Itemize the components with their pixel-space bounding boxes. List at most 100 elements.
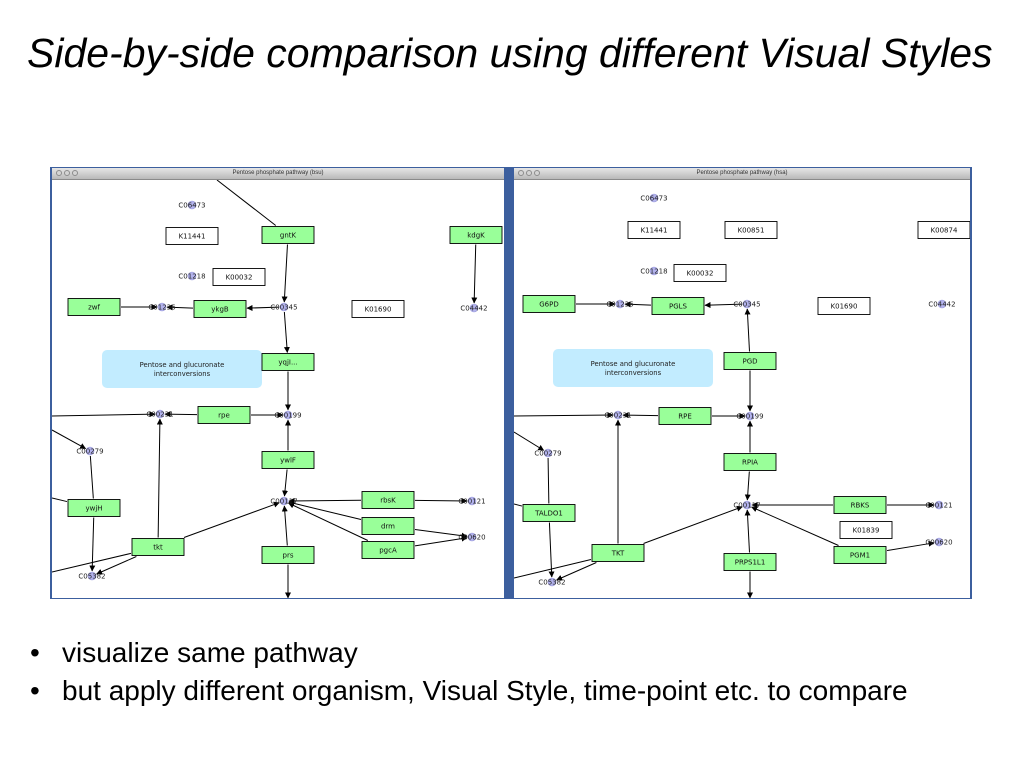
compound-dot[interactable] [934,500,944,510]
enzyme-box[interactable] [833,546,887,564]
node-gntk[interactable]: gntK [261,226,315,244]
compound-dot[interactable] [547,577,557,587]
compound-dot[interactable] [279,496,289,506]
ortholog-box[interactable] [917,221,970,239]
node-rbsk[interactable]: rbsK [361,491,415,509]
enzyme-box[interactable] [522,295,576,313]
ortholog-box[interactable] [724,221,778,239]
enzyme-box[interactable] [197,406,251,424]
compound-dot[interactable] [157,302,167,312]
node-pgd[interactable]: PGD [723,352,777,370]
minimize-window-icon[interactable] [64,170,70,176]
window-titlebar[interactable]: Pentose phosphate pathway (hsa) [514,168,970,180]
node-k01839[interactable]: K01839 [839,521,893,539]
node-k00851[interactable]: K00851 [724,221,778,239]
close-window-icon[interactable] [518,170,524,176]
node-c06473[interactable]: C06473 [640,193,668,203]
close-window-icon[interactable] [56,170,62,176]
edge[interactable] [183,501,280,538]
edge[interactable] [89,455,94,499]
pathway-box[interactable] [102,350,262,388]
compound-dot[interactable] [615,299,625,309]
node-c00345[interactable]: C00345 [270,302,298,312]
enzyme-box[interactable] [591,544,645,562]
compound-dot[interactable] [187,271,197,281]
node-c00620[interactable]: C00620 [458,532,486,542]
compound-dot[interactable] [87,571,97,581]
compound-dot[interactable] [467,496,477,506]
node-k11441[interactable]: K11441 [627,221,681,239]
node-c01236[interactable]: C01236 [148,302,176,312]
node-c00231[interactable]: C00231 [146,409,174,419]
node-tkt[interactable]: TKT [591,544,645,562]
node-prps1l1[interactable]: PRPS1L1 [723,553,777,571]
node-tkt[interactable]: tkt [131,538,185,556]
edge[interactable] [283,311,290,353]
node-c01218[interactable]: C01218 [640,266,668,276]
node-c00117[interactable]: C00117 [733,500,761,510]
enzyme-box[interactable] [131,538,185,556]
pathway-box[interactable] [553,349,713,387]
edge[interactable] [547,457,550,504]
edge[interactable] [622,412,659,419]
edge[interactable] [281,244,288,303]
node-c06473[interactable]: C06473 [178,200,206,210]
minimize-window-icon[interactable] [526,170,532,176]
node-rbks[interactable]: RBKS [833,496,887,514]
node-drm[interactable]: drm [361,517,415,535]
ortholog-box[interactable] [351,300,405,318]
enzyme-box[interactable] [658,407,712,425]
node-c05382[interactable]: C05382 [538,577,566,587]
ortholog-box[interactable] [817,297,871,315]
compound-dot[interactable] [742,500,752,510]
edge[interactable] [751,506,839,546]
edge[interactable] [414,529,468,539]
node-ywlf[interactable]: ywlF [261,451,315,469]
edge[interactable] [514,503,523,507]
node-c00117[interactable]: C00117 [270,496,298,506]
edge[interactable] [514,412,614,419]
node-c01236[interactable]: C01236 [606,299,634,309]
enzyme-box[interactable] [67,298,121,316]
node-c00620[interactable]: C00620 [925,537,953,547]
node-c01218[interactable]: C01218 [178,271,206,281]
node-prs[interactable]: prs [261,546,315,564]
enzyme-box[interactable] [723,453,777,471]
edge[interactable] [156,418,163,538]
enzyme-box[interactable] [261,226,315,244]
edge[interactable] [52,411,156,418]
node-k00874[interactable]: K00874 [917,221,970,239]
enzyme-box[interactable] [723,352,777,370]
node-c00199[interactable]: C00199 [736,411,764,421]
compound-dot[interactable] [543,448,553,458]
enzyme-box[interactable] [361,491,415,509]
node-rpe[interactable]: rpe [197,406,251,424]
node-kdgk[interactable]: kdgK [449,226,503,244]
node-c00231[interactable]: C00231 [604,410,632,420]
node-zwf[interactable]: zwf [67,298,121,316]
compound-dot[interactable] [613,410,623,420]
compound-dot[interactable] [745,411,755,421]
ortholog-box[interactable] [627,221,681,239]
node-c00199[interactable]: C00199 [274,410,302,420]
edge[interactable] [52,429,87,450]
node-k00032[interactable]: K00032 [673,264,727,282]
compound-dot[interactable] [649,193,659,203]
enzyme-box[interactable] [193,300,247,318]
zoom-window-icon[interactable] [72,170,78,176]
compound-dot[interactable] [279,302,289,312]
edge[interactable] [288,497,362,504]
node-yqjl[interactable]: yqjI... [261,353,315,371]
node-k01690[interactable]: K01690 [817,297,871,315]
node-c00279[interactable]: C00279 [76,446,104,456]
enzyme-box[interactable] [361,541,415,559]
edge[interactable] [704,302,743,309]
node-c00279[interactable]: C00279 [534,448,562,458]
compound-dot[interactable] [937,299,947,309]
enzyme-box[interactable] [261,451,315,469]
